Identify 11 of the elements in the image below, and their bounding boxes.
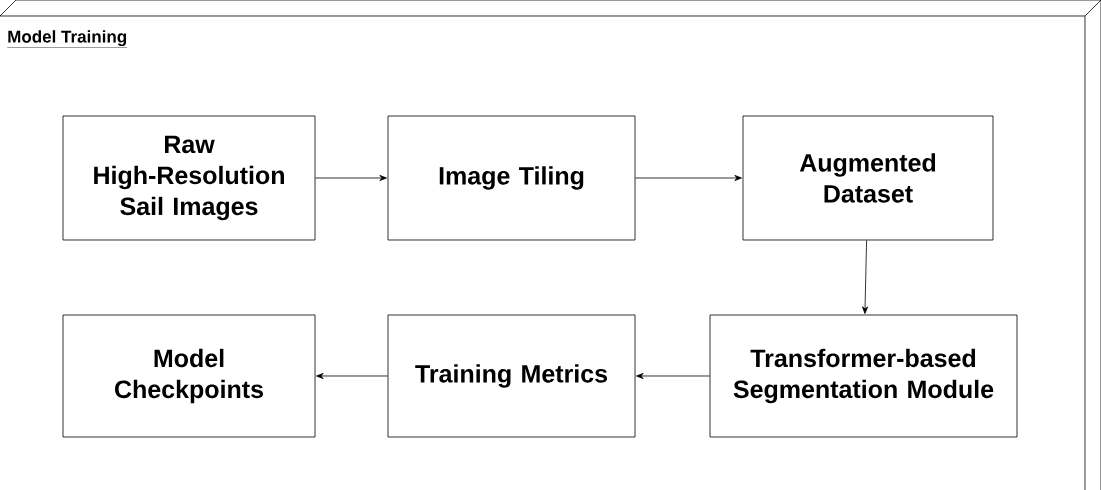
process-box: Training Metrics [387, 314, 636, 438]
arrow [315, 175, 387, 181]
arrow [636, 373, 710, 379]
arrow [862, 240, 869, 314]
arrow [635, 175, 742, 181]
arrow [316, 373, 388, 379]
process-box: Transformer-based Segmentation Module [709, 314, 1018, 438]
process-box: Model Checkpoints [62, 314, 316, 438]
process-box: Augmented Dataset [742, 115, 994, 241]
process-box: Raw High-Resolution Sail Images [62, 115, 316, 241]
process-box: Image Tiling [387, 115, 636, 241]
